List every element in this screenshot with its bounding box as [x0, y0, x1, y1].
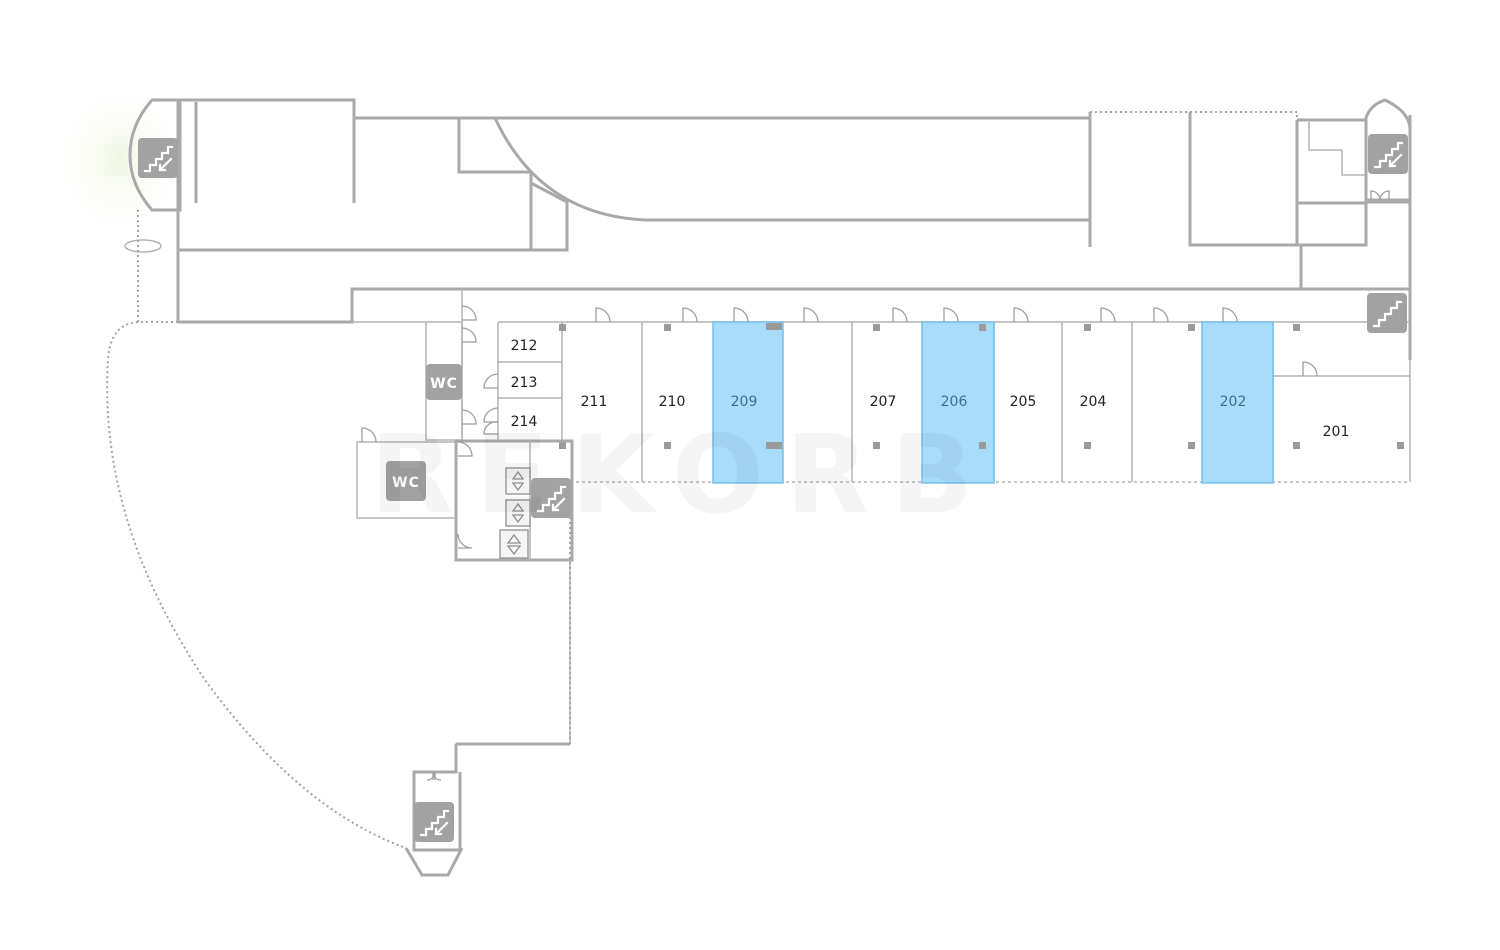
elevator-icon[interactable]	[505, 499, 531, 527]
wc-label: WC	[430, 376, 458, 392]
glow-decoration	[50, 80, 190, 240]
watermark: REKORB	[370, 413, 995, 538]
room-209-area[interactable]	[712, 321, 784, 484]
room-label-204[interactable]: 204	[1080, 394, 1107, 410]
room-label-213[interactable]: 213	[511, 375, 538, 391]
room-label-205[interactable]: 205	[1010, 394, 1037, 410]
stairs-icon[interactable]	[531, 478, 571, 518]
room-label-201[interactable]: 201	[1323, 424, 1350, 440]
room-label-214[interactable]: 214	[511, 414, 538, 430]
top-wing-walls	[176, 98, 1412, 360]
elevator-icon[interactable]	[499, 529, 529, 559]
room-label-206[interactable]: 206	[941, 394, 968, 410]
stairs-icon[interactable]	[138, 138, 178, 178]
stair-tower-northwest	[128, 98, 182, 212]
pillar-marker	[766, 323, 782, 330]
elevators	[499, 467, 531, 559]
stairs-icon[interactable]	[1368, 134, 1408, 174]
west-curve-boundary	[106, 321, 407, 849]
room-label-209[interactable]: 209	[731, 394, 758, 410]
stair-tower-south	[404, 847, 464, 877]
core-doors	[361, 305, 499, 781]
room-206-area[interactable]	[921, 321, 995, 484]
wc-icon[interactable]: WC	[426, 364, 462, 400]
wc-icon[interactable]: WC	[386, 461, 426, 501]
elevator-icon[interactable]	[505, 467, 531, 495]
room-label-207[interactable]: 207	[870, 394, 897, 410]
pillars	[559, 324, 1404, 449]
wc-label: WC	[392, 475, 420, 491]
room-label-202[interactable]: 202	[1220, 394, 1247, 410]
core-walls	[356, 322, 574, 852]
stairs-icon[interactable]	[1367, 293, 1407, 333]
corridor-doors	[595, 190, 1390, 377]
room-label-212[interactable]: 212	[511, 338, 538, 354]
room-202-area[interactable]	[1201, 321, 1274, 484]
stair-tower-northeast	[1364, 98, 1412, 202]
stairs-icon[interactable]	[414, 802, 454, 842]
room-labels: 212 213 214 211 210 209 207 206 205 204 …	[511, 338, 1350, 440]
room-label-210[interactable]: 210	[659, 394, 686, 410]
pillar-marker	[766, 442, 782, 449]
corridor-walls	[176, 250, 1410, 324]
highlighted-rooms	[712, 321, 1274, 484]
room-label-211[interactable]: 211	[581, 394, 608, 410]
